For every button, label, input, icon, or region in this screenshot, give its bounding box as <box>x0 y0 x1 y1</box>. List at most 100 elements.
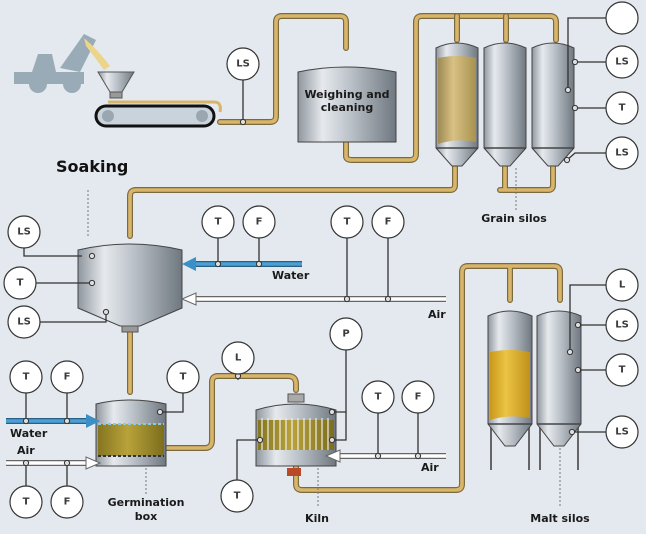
gauge-circle <box>401 380 435 414</box>
gauge-label: T <box>619 103 626 114</box>
gauge-circle <box>605 91 639 125</box>
instrument-wire <box>160 392 184 413</box>
sensor-point <box>255 260 263 268</box>
water-label-soaking: Water <box>272 269 310 282</box>
gauge-label: T <box>234 491 241 502</box>
gauge-label: LS <box>17 227 31 238</box>
gauge-label: LS <box>615 57 629 68</box>
sensor-point <box>22 459 30 467</box>
gauge-pipe-l[interactable]: L <box>221 341 255 375</box>
gauge-circle <box>371 205 405 239</box>
gauge-label: P <box>342 329 349 340</box>
gauge-grain-t[interactable]: T <box>605 91 639 125</box>
gauge-germ-water-f[interactable]: F <box>50 360 84 394</box>
gauge-grain-ls1[interactable]: LS <box>605 45 639 79</box>
gauge-label: T <box>344 217 351 228</box>
gauge-conveyor-ls[interactable]: LS <box>226 47 260 81</box>
gauge-label: LS <box>615 148 629 159</box>
sensor-point <box>63 417 71 425</box>
germination-label-1: Germination <box>108 496 185 509</box>
kiln-label: Kiln <box>305 512 329 525</box>
gauge-circle <box>330 205 364 239</box>
instrument-wire <box>332 350 347 413</box>
gauge-circle <box>329 317 363 351</box>
gauge-label: L <box>619 280 626 291</box>
gauge-circle <box>605 268 639 302</box>
dump-truck-icon <box>14 34 110 93</box>
gauge-malt-ls1[interactable]: LS <box>605 308 639 342</box>
grain-silos-label: Grain silos <box>481 212 547 225</box>
gauge-circle <box>50 360 84 394</box>
sensor-point <box>568 428 576 436</box>
gauge-label: F <box>64 372 71 383</box>
gauge-grain-ls2[interactable]: LS <box>605 136 639 170</box>
germination-box <box>95 399 167 467</box>
gauge-label: T <box>23 372 30 383</box>
gauge-malt-t[interactable]: T <box>605 353 639 387</box>
sensor-point <box>574 321 582 329</box>
malt-silos <box>487 310 582 470</box>
gauge-circle <box>3 266 37 300</box>
instrument-wire <box>236 439 260 480</box>
weighing-label-2: cleaning <box>321 101 373 114</box>
sensor-point <box>571 104 579 112</box>
gauge-germ-air-t[interactable]: T <box>9 485 43 519</box>
gauge-kiln-air-f[interactable]: F <box>401 380 435 414</box>
sensor-point <box>571 58 579 66</box>
malt-silos-label: Malt silos <box>530 512 590 525</box>
water-pipe-germination <box>6 414 100 428</box>
germination-label-2: box <box>135 510 158 523</box>
air-pipe-soaking <box>180 292 446 306</box>
water-label-germination: Water <box>10 427 48 440</box>
grain-silo-1 <box>435 42 479 167</box>
gauge-circle <box>605 308 639 342</box>
gauge-germ-water-t[interactable]: T <box>9 360 43 394</box>
gauge-malt-l[interactable]: L <box>605 268 639 302</box>
gauge-label: T <box>375 392 382 403</box>
gauge-circle <box>605 45 639 79</box>
sensor-point <box>563 156 571 164</box>
gauge-circle <box>605 353 639 387</box>
sensor-point <box>564 86 572 94</box>
gauge-kiln-air-t[interactable]: T <box>220 479 254 513</box>
gauge-label: F <box>415 392 422 403</box>
gauge-soak-t[interactable]: T <box>3 266 37 300</box>
gauge-soak-ls1[interactable]: LS <box>7 215 41 249</box>
air-label-soaking: Air <box>428 308 446 321</box>
grain-silo-2 <box>483 42 527 167</box>
gauge-circle <box>226 47 260 81</box>
water-pipe-soaking <box>182 257 302 271</box>
gauge-germ-t[interactable]: T <box>166 360 200 394</box>
weighing-label-1: Weighing and <box>304 88 389 101</box>
sensor-point <box>256 436 264 444</box>
gauge-germ-air-f[interactable]: F <box>50 485 84 519</box>
sensor-point <box>102 308 110 316</box>
gauge-circle <box>201 205 235 239</box>
sensor-point <box>343 295 351 303</box>
gauge-water-f[interactable]: F <box>242 205 276 239</box>
gauge-circle <box>605 136 639 170</box>
gauge-circle <box>166 360 200 394</box>
gauge-air-t[interactable]: T <box>330 205 364 239</box>
weighing-cleaning-tank: Weighing and cleaning <box>297 66 397 143</box>
gauge-water-t[interactable]: T <box>201 205 235 239</box>
gauge-label: LS <box>615 320 629 331</box>
gauge-circle <box>361 380 395 414</box>
grain-silo-3 <box>531 42 575 167</box>
gauge-label: T <box>619 365 626 376</box>
gauge-kiln-p[interactable]: P <box>329 317 363 351</box>
gauge-circle <box>7 215 41 249</box>
gauge-air-f[interactable]: F <box>371 205 405 239</box>
gauge-malt-ls2[interactable]: LS <box>605 415 639 449</box>
gauge-grain-top[interactable] <box>605 1 639 35</box>
gauge-label: T <box>180 372 187 383</box>
gauge-circle <box>605 1 639 35</box>
gauge-circle <box>221 341 255 375</box>
air-pipe-kiln <box>324 449 446 463</box>
gauge-soak-ls2[interactable]: LS <box>7 305 41 339</box>
soaking-tank <box>77 243 183 333</box>
gauge-label: T <box>215 217 222 228</box>
gauge-kiln-t[interactable]: T <box>361 380 395 414</box>
kiln <box>255 393 337 476</box>
